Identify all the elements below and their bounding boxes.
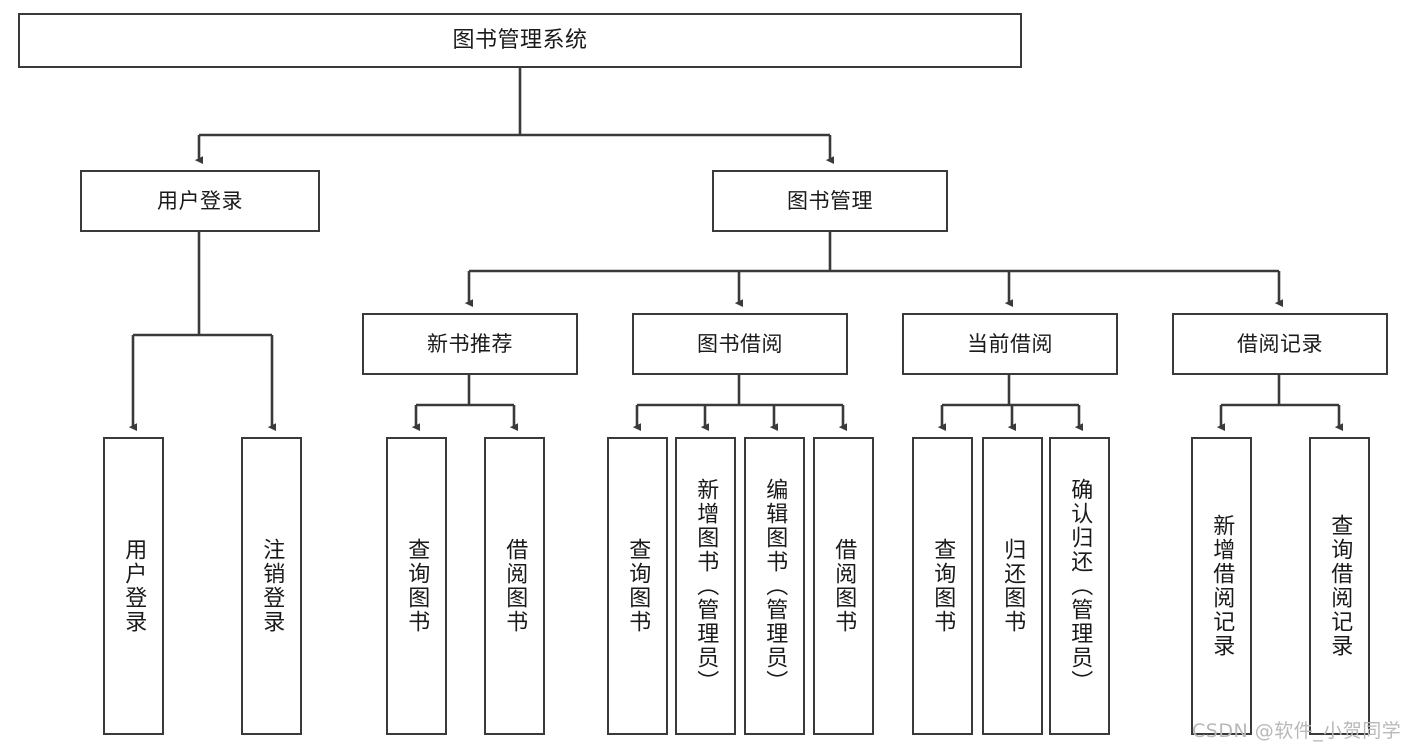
- node-label: 图书管理系统: [452, 27, 588, 53]
- node-leaf-borrow-book-1[interactable]: 借阅图书: [484, 437, 545, 735]
- node-label: 用户登录: [157, 188, 243, 213]
- node-label: 注销登录: [259, 538, 285, 634]
- node-book-manage[interactable]: 图书管理: [712, 170, 948, 232]
- node-label: 查询图书: [930, 538, 956, 634]
- node-label: 新增图书（管理员）: [693, 478, 719, 694]
- node-label: 查询借阅记录: [1327, 514, 1353, 658]
- node-label: 借阅图书: [831, 538, 857, 634]
- node-label: 当前借阅: [967, 331, 1053, 356]
- node-leaf-edit-book[interactable]: 编辑图书（管理员）: [744, 437, 805, 735]
- node-leaf-add-record[interactable]: 新增借阅记录: [1191, 437, 1252, 735]
- node-label: 确认归还（管理员）: [1067, 478, 1093, 694]
- node-current-borrow[interactable]: 当前借阅: [902, 313, 1118, 375]
- node-new-book-recommend[interactable]: 新书推荐: [362, 313, 578, 375]
- node-label: 图书管理: [787, 188, 873, 213]
- node-leaf-query-book-3[interactable]: 查询图书: [912, 437, 973, 735]
- node-leaf-query-record[interactable]: 查询借阅记录: [1309, 437, 1370, 735]
- node-label: 借阅记录: [1237, 331, 1323, 356]
- node-book-borrow[interactable]: 图书借阅: [632, 313, 848, 375]
- node-label: 新增借阅记录: [1209, 514, 1235, 658]
- node-leaf-query-book-1[interactable]: 查询图书: [386, 437, 447, 735]
- node-borrow-record[interactable]: 借阅记录: [1172, 313, 1388, 375]
- node-leaf-add-book[interactable]: 新增图书（管理员）: [675, 437, 736, 735]
- node-label: 归还图书: [1000, 538, 1026, 634]
- node-label: 借阅图书: [502, 538, 528, 634]
- node-label: 图书借阅: [697, 331, 783, 356]
- node-leaf-confirm-return[interactable]: 确认归还（管理员）: [1049, 437, 1110, 735]
- node-leaf-borrow-book-2[interactable]: 借阅图书: [813, 437, 874, 735]
- node-label: 新书推荐: [427, 331, 513, 356]
- node-label: 查询图书: [404, 538, 430, 634]
- node-root-system[interactable]: 图书管理系统: [18, 13, 1022, 68]
- node-user-login[interactable]: 用户登录: [80, 170, 320, 232]
- node-label: 编辑图书（管理员）: [762, 478, 788, 694]
- node-leaf-query-book-2[interactable]: 查询图书: [607, 437, 668, 735]
- node-leaf-return-book[interactable]: 归还图书: [982, 437, 1043, 735]
- node-label: 查询图书: [625, 538, 651, 634]
- node-leaf-user-login[interactable]: 用户登录: [103, 437, 164, 735]
- node-leaf-logout[interactable]: 注销登录: [241, 437, 302, 735]
- node-label: 用户登录: [121, 538, 147, 634]
